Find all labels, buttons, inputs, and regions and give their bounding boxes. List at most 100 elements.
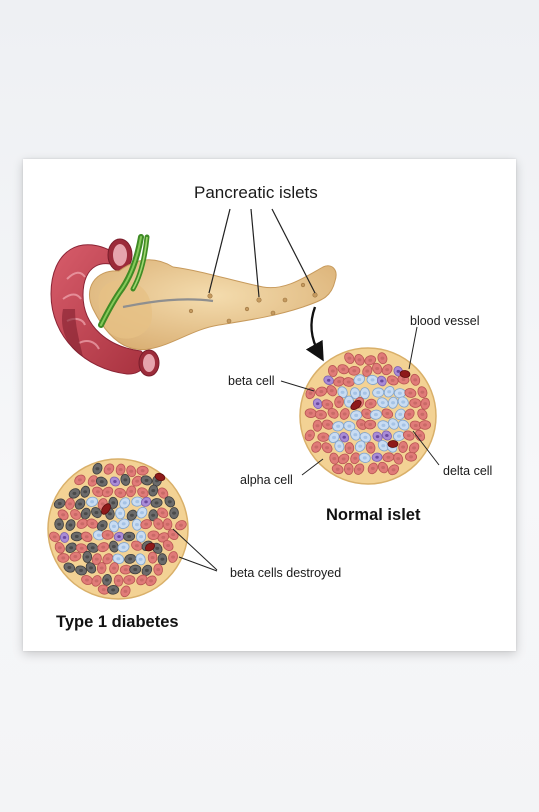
normal-islet [299, 347, 437, 485]
destroyed-beta-cell [102, 573, 112, 586]
beta-cell [74, 474, 86, 486]
beta-cell [57, 553, 70, 563]
destroyed-beta-cell [92, 462, 103, 475]
destroyed-beta-cell [108, 496, 119, 509]
destroyed-beta-cell [169, 507, 179, 520]
alpha-cell [387, 396, 399, 409]
destroyed-beta-cell [129, 564, 142, 575]
beta-cell [103, 463, 115, 475]
beta-cell [321, 399, 334, 410]
beta-cell [327, 365, 338, 377]
beta-cell [344, 442, 355, 455]
alpha-cell [359, 387, 370, 400]
beta-cell [304, 429, 315, 442]
beta-cell [153, 563, 163, 576]
beta-cell [372, 362, 383, 375]
beta-cell [377, 461, 389, 474]
diagram-card: Pancreatic islets blood vessel beta cell… [23, 159, 516, 651]
beta-cell [91, 575, 102, 587]
beta-cell [86, 518, 99, 529]
beta-cell [311, 441, 322, 453]
beta-cell [157, 487, 169, 499]
beta-cell [331, 464, 344, 475]
beta-cell [115, 463, 126, 476]
beta-cell [409, 398, 422, 408]
alpha-cell [343, 421, 356, 432]
beta-cell [353, 463, 365, 475]
alpha-cell [388, 418, 399, 430]
alpha-cell [343, 395, 354, 408]
beta-cell [114, 487, 127, 498]
beta-cell [364, 355, 377, 366]
beta-cell [388, 464, 400, 476]
delta-cell [339, 432, 350, 443]
beta-cell [405, 451, 418, 462]
beta-cell [101, 486, 114, 498]
alpha-cell [394, 408, 406, 421]
beta-cell [329, 452, 340, 465]
diagram-title: Pancreatic islets [194, 183, 318, 202]
beta-cell [364, 398, 377, 409]
alpha-cell [354, 440, 366, 452]
alpha-cell [372, 387, 385, 398]
destroyed-beta-cell [91, 507, 102, 519]
delta-cell [371, 452, 383, 462]
destroyed-beta-cell [123, 531, 136, 542]
beta-cell [337, 364, 350, 375]
destroyed-beta-cell [96, 520, 108, 532]
beta-cell [54, 541, 65, 554]
alpha-cell [383, 386, 395, 398]
beta-cell [348, 365, 361, 376]
destroyed-beta-cell [70, 531, 83, 542]
alpha-cell [117, 518, 130, 529]
delta-cell [140, 496, 152, 507]
delta-cell [59, 532, 70, 543]
destroyed-beta-cell [65, 519, 76, 531]
beta-cell [65, 497, 75, 510]
beta-cell [338, 453, 350, 465]
beta-cell [91, 553, 102, 565]
beta-cell [354, 354, 365, 366]
beta-cell [140, 519, 153, 530]
diabetic-label-lines [172, 528, 218, 572]
alpha-cell [119, 497, 131, 509]
beta-cell [120, 585, 131, 598]
destroyed-beta-cell [126, 509, 138, 521]
beta-cell [109, 562, 119, 575]
blood-vessel [145, 542, 155, 552]
beta-cell [97, 584, 110, 595]
beta-cell [322, 419, 334, 430]
beta-cell [417, 408, 428, 421]
beta-cell [356, 419, 368, 430]
beta-cell [147, 530, 160, 541]
beta-cell [137, 487, 149, 498]
beta-cell [321, 442, 333, 454]
delta-cell [381, 430, 392, 441]
destroyed-beta-cell [53, 498, 66, 509]
beta-cell [81, 531, 93, 542]
beta-cell [402, 430, 415, 441]
beta-cell [326, 385, 337, 397]
destroyed-beta-cell [74, 498, 86, 510]
alpha-cell [337, 386, 348, 399]
alpha-cell [377, 440, 389, 452]
alpha-cell [136, 530, 147, 543]
heading-normal-islet: Normal islet [326, 506, 421, 524]
destroyed-beta-cell [86, 542, 99, 553]
alpha-cell [377, 397, 389, 408]
beta-cell [175, 520, 187, 531]
beta-cell [157, 507, 169, 519]
beta-cell [362, 365, 373, 377]
beta-cell [419, 420, 432, 430]
pancreas-illustration [50, 234, 337, 377]
normal-label-lines [280, 326, 440, 476]
destroyed-beta-cell [150, 498, 163, 508]
beta-cell [136, 465, 149, 476]
beta-cell [69, 551, 82, 562]
destroyed-beta-cell [148, 509, 158, 522]
beta-cell [343, 462, 354, 475]
beta-cell [70, 509, 82, 520]
blood-vessel [387, 440, 399, 448]
destroyed-beta-cell [141, 564, 153, 576]
beta-cell [168, 551, 178, 563]
